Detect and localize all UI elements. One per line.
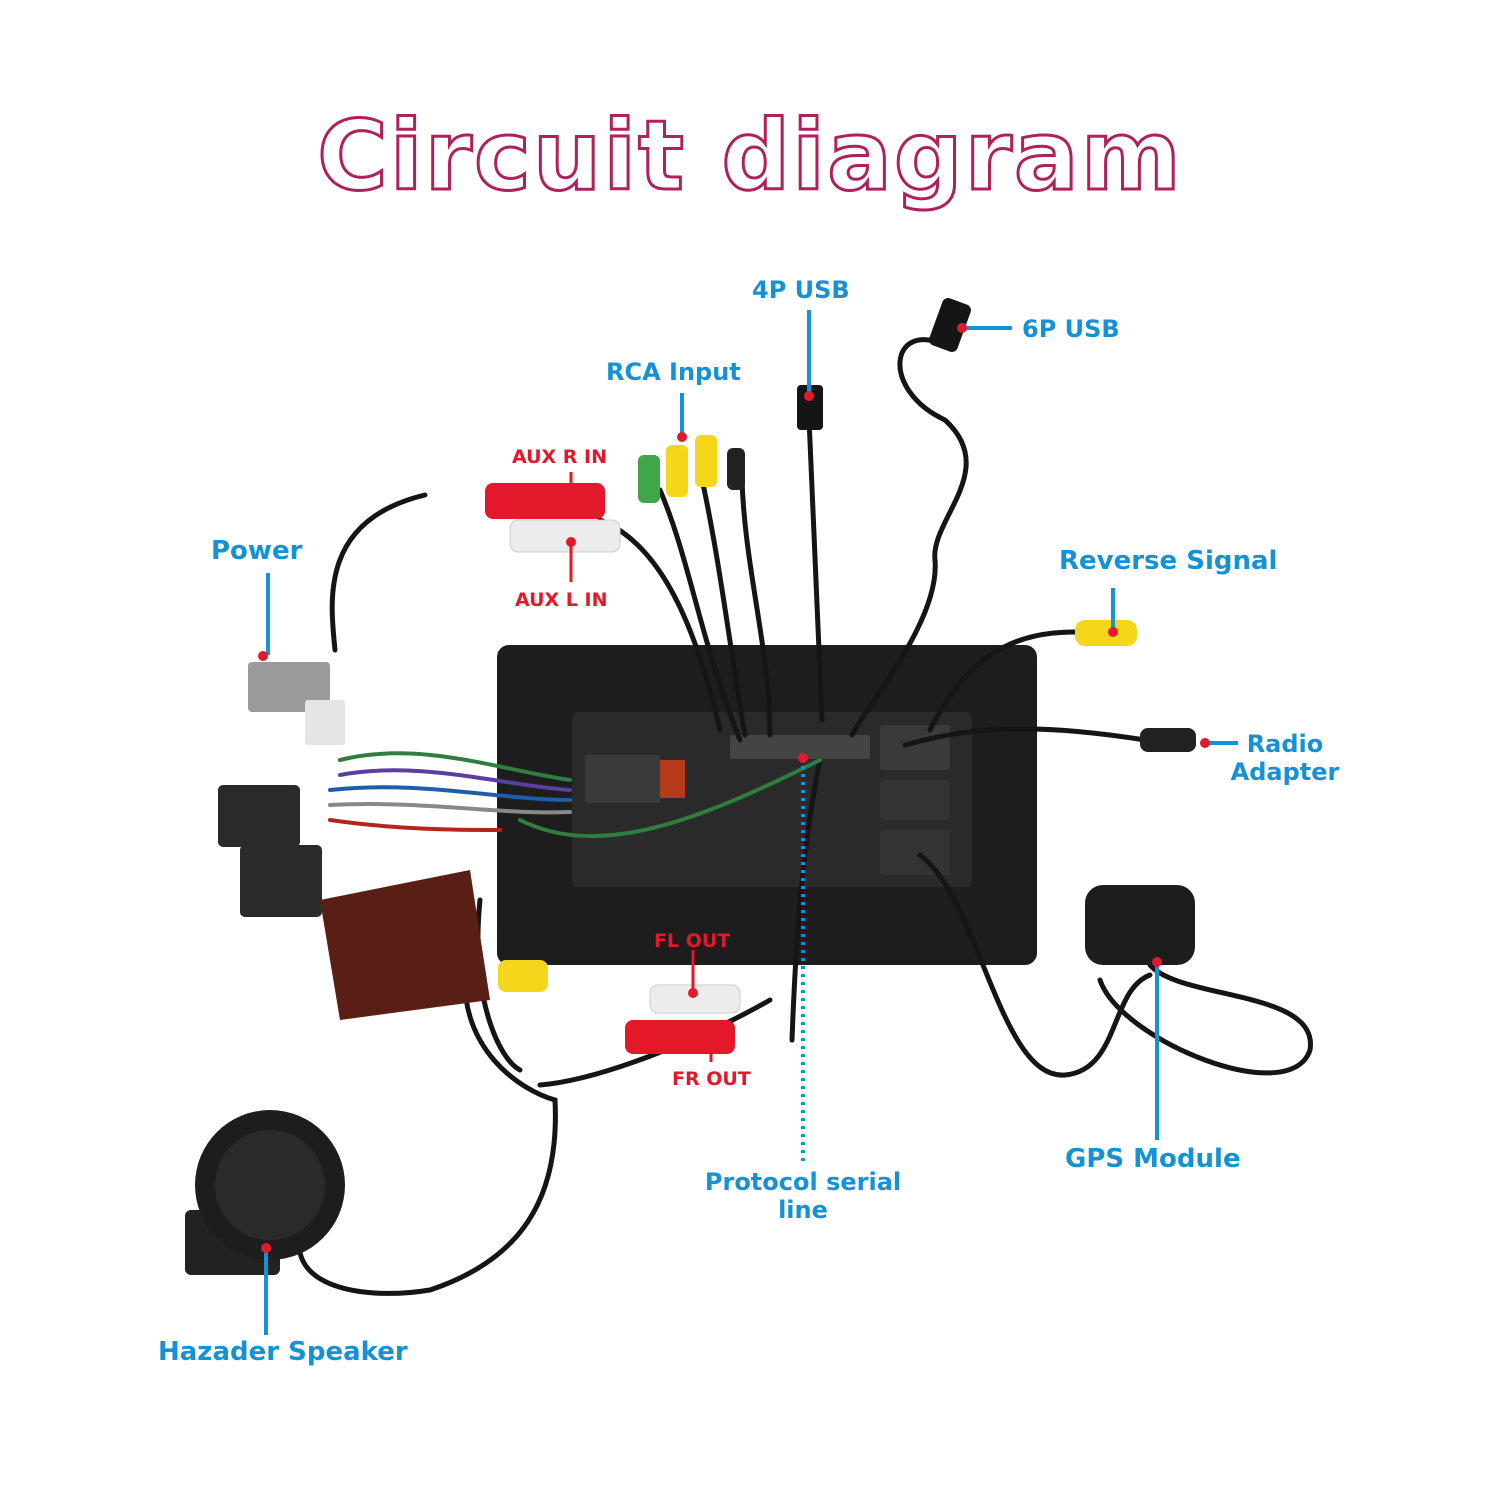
- label-fr-out: FR OUT: [672, 1068, 751, 1090]
- harness-connector-bottom: [240, 845, 322, 917]
- rca-input-plugs: [638, 435, 745, 503]
- label-hazard-speaker: Hazader Speaker: [158, 1337, 408, 1367]
- wires: [296, 337, 1313, 1296]
- video-out-plug: [498, 960, 548, 992]
- adapter-box: [320, 870, 490, 1020]
- label-rca-input: RCA Input: [606, 358, 741, 386]
- label-power: Power: [211, 536, 303, 566]
- label-gps-module: GPS Module: [1065, 1144, 1241, 1174]
- label-protocol-line1: Protocol serial: [704, 1168, 902, 1196]
- speaker-body: [185, 1110, 345, 1275]
- page-title: Circuit diagram: [316, 99, 1183, 214]
- harness-connector-top: [218, 785, 300, 847]
- gps-module-body: [1085, 885, 1195, 965]
- label-6p-usb: 6P USB: [1022, 315, 1120, 343]
- colored-wires: [328, 751, 822, 839]
- label-aux-l-in: AUX L IN: [515, 589, 608, 611]
- aux-r-plug: [485, 483, 605, 519]
- radio-adapter-plug: [1140, 728, 1196, 752]
- usb-4p-plug: [797, 385, 823, 430]
- label-aux-r-in: AUX R IN: [512, 446, 608, 468]
- aux-l-plug: [509, 519, 621, 553]
- usb-6p-plug: [929, 298, 971, 352]
- label-4p-usb: 4P USB: [752, 276, 850, 304]
- label-protocol-line2: line: [778, 1196, 828, 1224]
- label-protocol-serial-line: Protocol serial line: [703, 1168, 903, 1224]
- fl-out-plug: [649, 984, 741, 1014]
- label-reverse-signal: Reverse Signal: [1059, 546, 1278, 576]
- label-radio-adapter-line1: Radio: [1246, 730, 1324, 758]
- head-unit: [497, 645, 1037, 965]
- label-radio-adapter: Radio Adapter: [1225, 730, 1345, 786]
- fr-out-plug: [625, 1020, 735, 1054]
- callout-markers: [258, 323, 1210, 1253]
- red-callout-lines: [569, 472, 713, 1062]
- power-connector: [248, 662, 345, 745]
- reverse-plug: [1075, 620, 1137, 646]
- label-radio-adapter-line2: Adapter: [1230, 758, 1340, 786]
- callout-lines: [264, 310, 1238, 1335]
- label-fl-out: FL OUT: [654, 930, 731, 952]
